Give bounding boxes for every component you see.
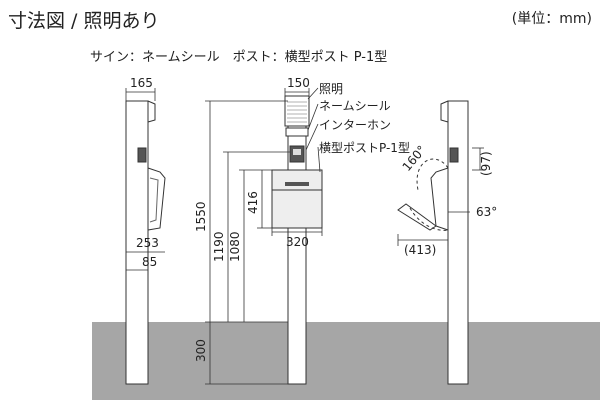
front-view	[271, 95, 323, 385]
dim-left-depth: 253	[136, 236, 159, 250]
right-pole	[447, 100, 469, 385]
dim-post-height: 1080	[228, 231, 242, 262]
right-intercom	[449, 147, 459, 163]
lid-arc	[416, 158, 449, 191]
dim-left-top-width: 165	[130, 76, 153, 90]
right-side-view	[397, 100, 469, 385]
callout-leaders	[305, 87, 321, 173]
dim-right-top: (97)	[479, 151, 493, 176]
left-dimension-lines	[125, 88, 165, 275]
left-intercom	[137, 147, 147, 163]
dim-flap-angle: 63°	[476, 205, 497, 219]
callout-intercom: インターホン	[319, 118, 391, 132]
callout-post: 横型ポストP-1型	[319, 141, 410, 155]
dim-total-height: 1550	[194, 201, 208, 232]
dim-intercom-height: 1190	[212, 231, 226, 262]
page-title: 寸法図 / 照明あり	[8, 10, 160, 32]
left-side-view	[125, 100, 166, 385]
front-dimension-lines	[205, 88, 323, 385]
flap-arc	[409, 207, 449, 231]
right-post-body	[430, 167, 449, 231]
right-dimension-lines	[397, 147, 484, 246]
light-fixture	[284, 95, 310, 127]
dim-open-width: (413)	[404, 243, 436, 257]
spec-subtitle: サイン：ネームシール ポスト：横型ポスト P-1型	[90, 50, 388, 65]
left-post-side	[147, 167, 166, 231]
dim-left-pole: 85	[142, 255, 157, 269]
dim-post-width: 320	[286, 235, 309, 249]
dim-embed-depth: 300	[194, 339, 208, 362]
callout-name-seal: ネームシール	[319, 99, 391, 113]
ground	[92, 322, 600, 400]
left-top-cap	[126, 100, 156, 123]
name-seal-plate	[285, 127, 309, 137]
post-box	[271, 169, 323, 229]
callout-light: 照明	[319, 82, 343, 96]
dim-post-box-height: 416	[246, 191, 260, 214]
dim-front-top-width: 150	[287, 76, 310, 90]
open-flap	[397, 203, 437, 231]
unit-label: (単位：mm)	[511, 11, 592, 27]
